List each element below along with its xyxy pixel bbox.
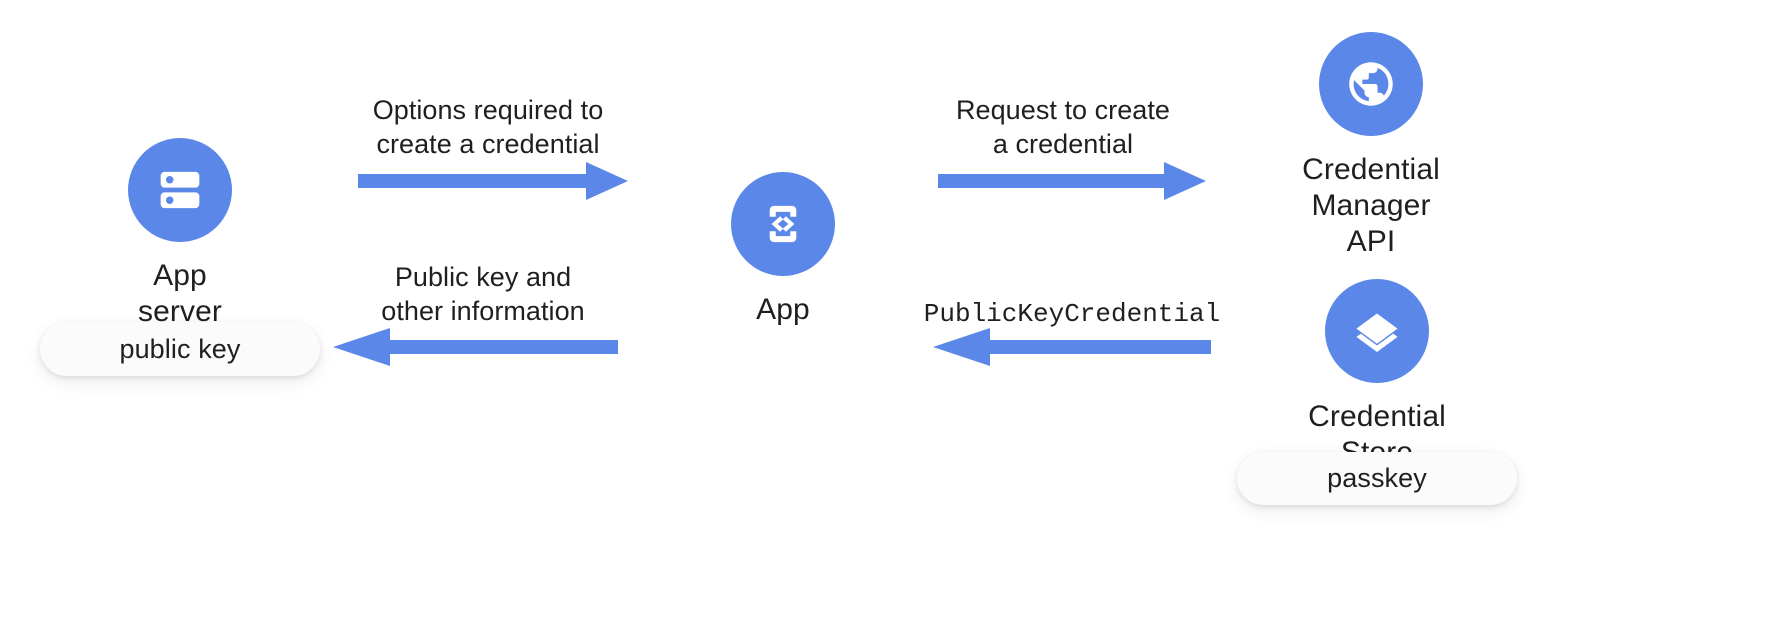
- app-code-icon: [731, 172, 835, 276]
- chip-passkey-label: passkey: [1327, 463, 1427, 493]
- node-app[interactable]: App: [731, 172, 835, 328]
- node-credential-store[interactable]: Credential Store: [1308, 279, 1446, 471]
- arrow-left-public-key-and-other-information: [333, 328, 618, 366]
- arrow-right-options-required: [358, 162, 628, 200]
- flow-caption-public-key-credential: PublicKeyCredential: [923, 299, 1221, 329]
- globe-icon: [1319, 32, 1423, 136]
- flow-caption-request-to-create: Request to create a credential: [956, 95, 1170, 159]
- layers-icon: [1325, 279, 1429, 383]
- arrow-right-request-to-create: [938, 162, 1206, 200]
- server-icon: [128, 138, 232, 242]
- chip-public-key[interactable]: public key: [40, 322, 320, 376]
- flow-caption-options-required: Options required to create a credential: [372, 95, 604, 159]
- node-label-credential-manager-api: Credential Manager API: [1302, 153, 1440, 258]
- node-app-server[interactable]: App server: [128, 138, 232, 330]
- node-label-app-server: App server: [138, 259, 222, 328]
- node-credential-manager-api[interactable]: Credential Manager API: [1302, 32, 1440, 260]
- chip-public-key-label: public key: [119, 333, 241, 364]
- node-label-app: App: [756, 293, 810, 326]
- flow-caption-public-key-and-other-information: Public key and other information: [381, 262, 585, 326]
- chip-passkey[interactable]: passkey: [1237, 452, 1517, 505]
- arrow-left-public-key-credential: [933, 328, 1211, 366]
